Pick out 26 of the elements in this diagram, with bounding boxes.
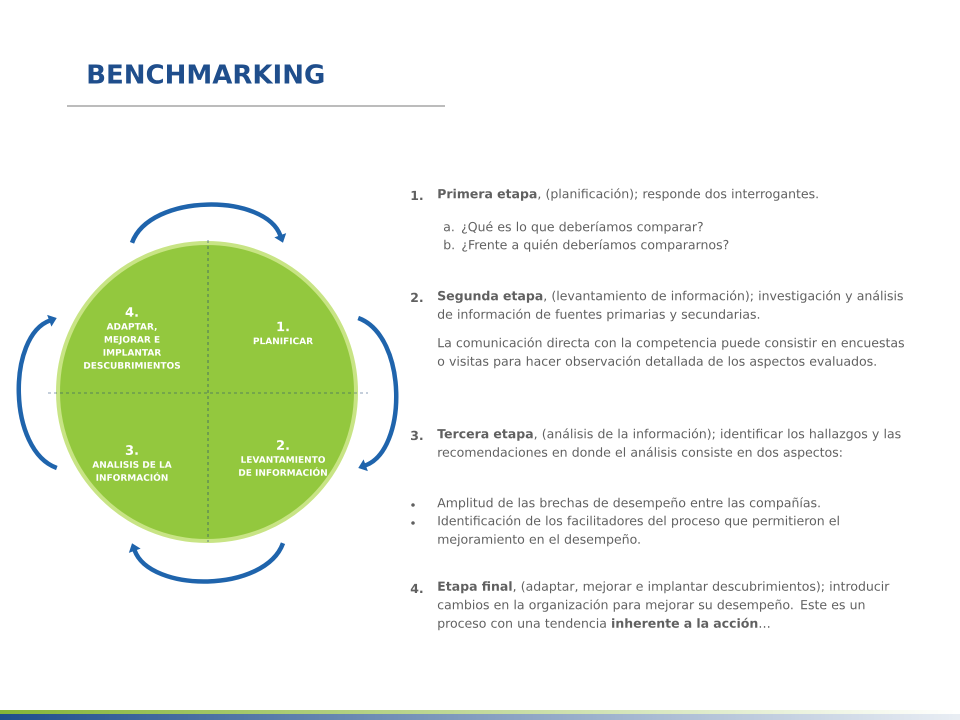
node-label: 2. bbox=[277, 440, 289, 450]
quadrant-sector: 1. PLANIFICAR bbox=[207, 243, 356, 392]
paragraph: Primera etapa, (planificación); responde dos interrogantes. bbox=[438, 188, 818, 201]
paragraph: Etapa final, (adaptar, mejorar e implantar descubrimientos); introducir cambios en la organización para mejorar su desempeño. Este es un proceso con una tendencia inherente a la acción… bbox=[438, 581, 890, 630]
paragraph: Tercera etapa, (análisis de la información); identificar los hallazgos y las recomendaciones en donde el análisis consiste en dos aspectos: bbox=[437, 428, 901, 460]
item-number: 4. bbox=[410, 584, 422, 593]
paragraph: Identificación de los facilitadores del proceso que permitieron el mejoramiento en el desempeño. bbox=[438, 515, 839, 546]
title: BENCHMARKING bbox=[88, 64, 324, 84]
paragraph: b. ¿Frente a quién deberíamos compararnos? bbox=[444, 239, 728, 252]
item-number: 3. bbox=[411, 430, 422, 440]
node-label: 1. bbox=[277, 322, 289, 332]
curved-arrow bbox=[128, 542, 285, 584]
paragraph: Segunda etapa, (levantamiento de información); investigación y análisis de información de fuentes primarias y secundarias. bbox=[438, 290, 903, 322]
item-number: 1. bbox=[412, 190, 422, 200]
item-number: 2. bbox=[411, 292, 422, 302]
quadrant-sector: 2. LEVANTAMIENTO DE INFORMACIÓN bbox=[207, 392, 356, 541]
node-label: LEVANTAMIENTO DE INFORMACIÓN bbox=[239, 456, 327, 476]
quadrant-sector: 3. ANALISIS DE LA INFORMACIÓN bbox=[58, 392, 207, 541]
curved-arrow bbox=[357, 316, 398, 472]
curved-arrow bbox=[130, 202, 286, 244]
node-label: PLANIFICAR bbox=[254, 338, 313, 344]
quadrant-sector: 4. ADAPTAR, MEJORAR E IMPLANTAR DESCUBRIMIENTOS bbox=[58, 243, 207, 392]
paragraph: Amplitud de las brechas de desempeño entre las compañías. bbox=[437, 497, 820, 510]
curved-arrow bbox=[16, 314, 58, 470]
paragraph: La comunicación directa con la competencia puede consistir en encuestas o visitas para hacer observación detallada de los aspectos evaluados. bbox=[438, 337, 904, 368]
paragraph: a. ¿Qué es lo que deberíamos comparar? bbox=[444, 221, 703, 234]
